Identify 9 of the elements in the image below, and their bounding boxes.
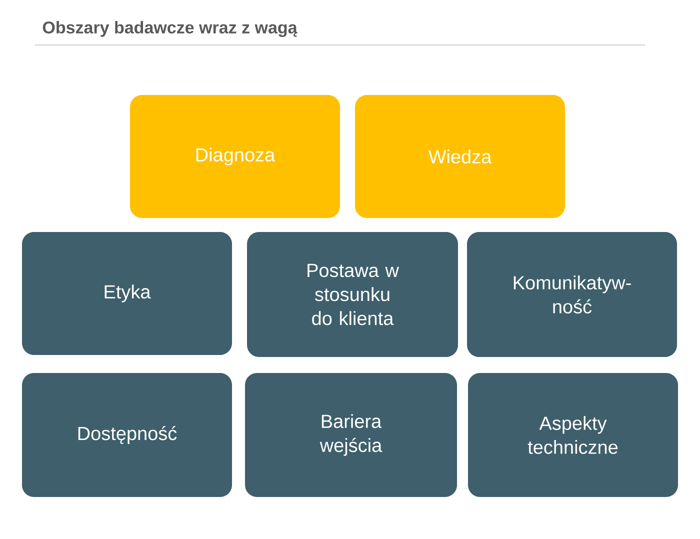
rounded-box: Aspekty techniczne [468, 373, 678, 497]
rounded-box: Postawa w stosunku do klienta [247, 232, 458, 357]
rounded-box: Dostępność [22, 373, 232, 497]
rounded-box: Bariera wejścia [245, 373, 457, 497]
rounded-box: Diagnoza [130, 95, 340, 218]
rounded-box: Komunikatyw-ność [467, 232, 677, 357]
rounded-box: Wiedza [355, 95, 565, 218]
rounded-box: Etyka [22, 232, 232, 355]
slide-title: Obszary badawcze wraz z wagą [42, 21, 298, 37]
